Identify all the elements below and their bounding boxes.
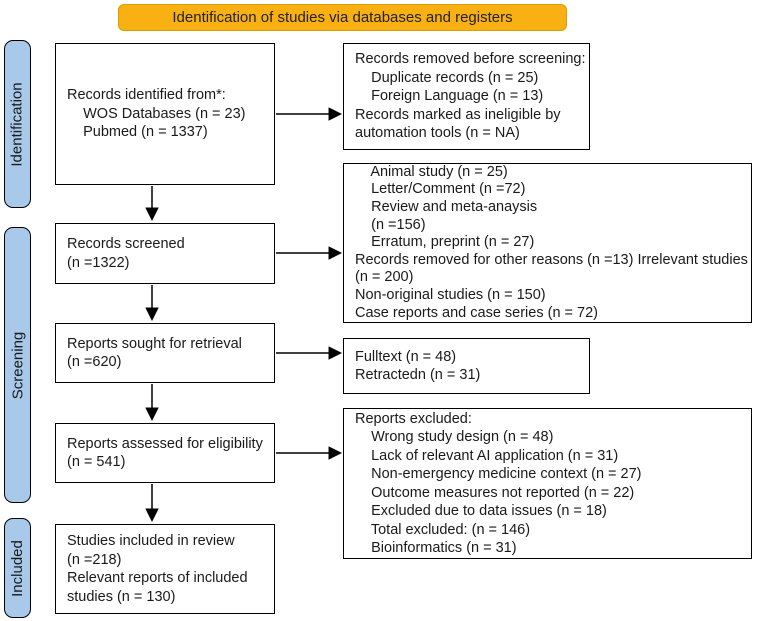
box-records-removed: Records removed before screening: Duplic… [343,43,590,150]
box-screening-excluded: Animal study (n = 25) Letter/Comment (n … [343,163,752,323]
stage-label-screening: Screening [4,227,31,503]
banner-title: Identification of studies via databases … [118,4,567,31]
stage-screening-text: Screening [9,331,27,399]
box-studies-included-text: Studies included in review (n =218) Rele… [67,533,248,605]
box-reports-assessed: Reports assessed for eligibility (n = 54… [55,423,275,483]
box-reports-excluded-text: Reports excluded: Wrong study design (n … [355,410,642,557]
box-records-identified-text: Records identified from*: WOS Databases … [67,87,246,141]
stage-label-included: Included [4,518,31,618]
box-studies-included: Studies included in review (n =218) Rele… [55,524,275,614]
stage-label-identification: Identification [4,40,31,208]
box-reports-sought: Reports sought for retrieval (n =620) [55,323,275,383]
box-reports-assessed-text: Reports assessed for eligibility (n = 54… [67,435,263,471]
stage-included-text: Included [9,539,26,597]
box-reports-excluded: Reports excluded: Wrong study design (n … [343,408,752,559]
box-screening-excluded-text: Animal study (n = 25) Letter/Comment (n … [355,163,748,321]
box-records-removed-text: Records removed before screening: Duplic… [355,51,586,142]
box-reports-not-retrieved-text: Fulltext (n = 48) Retractedn (n = 31) [355,348,481,384]
banner-title-label: Identification of studies via databases … [172,9,513,26]
box-records-screened-text: Records screened (n =1322) [67,236,185,271]
stage-identification-text: Identification [9,81,27,167]
box-records-identified: Records identified from*: WOS Databases … [55,43,275,185]
box-records-screened: Records screened (n =1322) [55,223,275,284]
box-reports-not-retrieved: Fulltext (n = 48) Retractedn (n = 31) [343,338,590,394]
box-reports-sought-text: Reports sought for retrieval (n =620) [67,335,242,371]
